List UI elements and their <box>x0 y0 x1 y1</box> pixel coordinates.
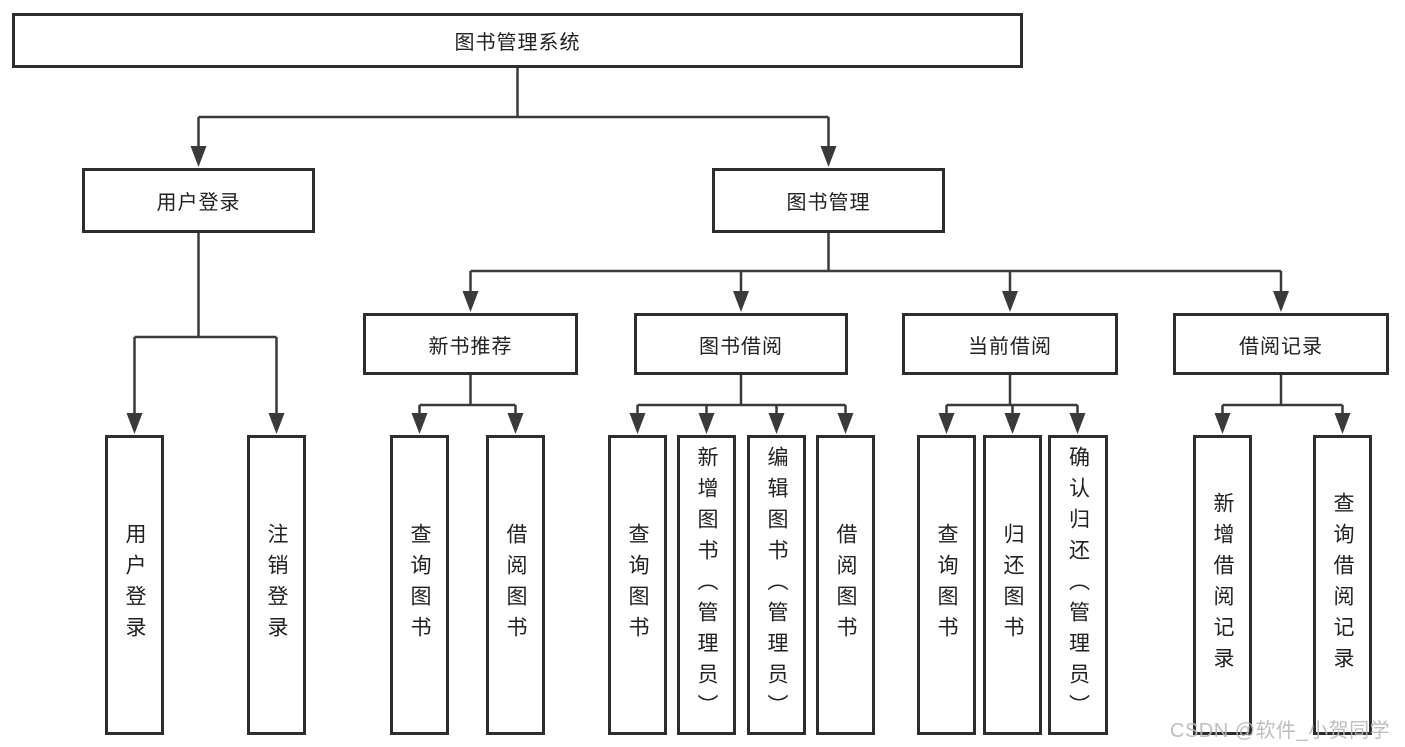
node-label: 查询借阅记录 <box>1331 492 1354 678</box>
node-label: 编辑图书（管理员） <box>765 445 788 725</box>
node-book-borrow: 图书借阅 <box>634 313 848 375</box>
arrowheads <box>126 146 1351 434</box>
node-label: 查询图书 <box>626 523 649 647</box>
node-label: 用户登录 <box>123 523 146 647</box>
node-current-borrow: 当前借阅 <box>902 313 1118 375</box>
node-label: 查询图书 <box>935 523 958 647</box>
watermark: CSDN @软件_小贺同学 <box>1170 720 1391 742</box>
node-leaf-borrow-query-book: 查询图书 <box>608 435 667 735</box>
node-label: 确认归还（管理员） <box>1066 445 1090 725</box>
node-leaf-add-book-admin: 新增图书（管理员） <box>677 435 736 735</box>
node-user-login: 用户登录 <box>82 168 315 233</box>
node-label: 新增借阅记录 <box>1211 492 1234 678</box>
node-leaf-borrow-book: 借阅图书 <box>816 435 875 735</box>
node-label: 归还图书 <box>1001 523 1024 647</box>
node-label: 借阅图书 <box>504 523 527 647</box>
node-leaf-logout: 注销登录 <box>247 435 306 735</box>
node-leaf-add-borrow-record: 新增借阅记录 <box>1193 435 1252 735</box>
node-leaf-recommend-borrow-book: 借阅图书 <box>486 435 545 735</box>
node-book-management: 图书管理 <box>712 168 945 233</box>
node-leaf-return-book: 归还图书 <box>983 435 1042 735</box>
node-root: 图书管理系统 <box>12 13 1023 68</box>
node-leaf-query-borrow-record: 查询借阅记录 <box>1313 435 1372 735</box>
node-leaf-confirm-return-admin: 确认归还（管理员） <box>1048 435 1108 735</box>
node-leaf-current-query-book: 查询图书 <box>917 435 976 735</box>
node-label: 新增图书（管理员） <box>695 445 718 725</box>
node-leaf-user-login: 用户登录 <box>105 435 164 735</box>
node-label: 注销登录 <box>265 523 288 647</box>
node-leaf-edit-book-admin: 编辑图书（管理员） <box>747 435 806 735</box>
node-label: 借阅图书 <box>834 523 857 647</box>
node-leaf-recommend-query-book: 查询图书 <box>390 435 449 735</box>
node-label: 查询图书 <box>408 523 431 647</box>
node-borrow-records: 借阅记录 <box>1173 313 1389 375</box>
node-new-book-recommend: 新书推荐 <box>363 313 578 375</box>
